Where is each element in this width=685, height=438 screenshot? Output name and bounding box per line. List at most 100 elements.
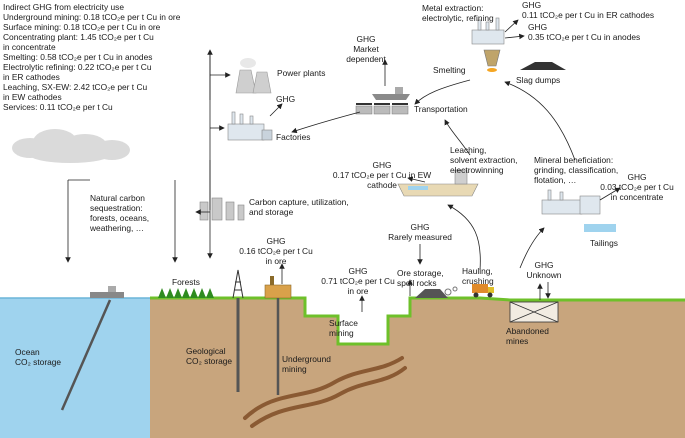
- leaching-line: Leaching,: [450, 145, 487, 155]
- underground-line: Underground: [282, 354, 331, 364]
- ocean-injection-pipe: [60, 299, 112, 411]
- ghg-market-line: Market: [353, 44, 379, 54]
- underground-line: mining: [282, 364, 307, 374]
- ghg-ug-line: 0.16 tCO₂e per t Cu: [239, 246, 313, 256]
- factories-label: Factories: [276, 132, 311, 142]
- ghg-anode-label: GHG 0.35 tCO₂e per t Cu in anodes: [528, 22, 640, 42]
- abandoned-line: Abandoned: [506, 326, 549, 336]
- indirect-ghg-block: Indirect GHG from electricity use Underg…: [3, 2, 180, 112]
- surface-mining-line: mining: [329, 328, 354, 338]
- arrow-conc-ghg: [599, 187, 621, 201]
- ore-storage-line: Ore storage,: [397, 268, 444, 278]
- arrow-leach-transport: [444, 119, 471, 156]
- ghg-ew-label: GHG 0.17 tCO₂e per t Cu in EW cathode: [328, 160, 436, 190]
- factories-ghg-label: GHG: [276, 94, 296, 104]
- geological-storage-label: Geological CO₂ storage: [186, 346, 232, 366]
- ocean-storage-label: Ocean CO₂ storage: [15, 347, 61, 367]
- ghg-anode-line: GHG: [528, 22, 548, 32]
- hauling-line: Hauling,: [462, 266, 493, 276]
- indirect-ghg-item: Services: 0.11 tCO₂e per t Cu: [3, 102, 113, 112]
- mine-building-icon: [264, 276, 292, 299]
- ghg-ug-line: in ore: [265, 256, 287, 266]
- natural-sequestration-label: Natural carbon sequestration: forests, o…: [90, 193, 149, 233]
- metal-extraction-line: electrolytic, refining: [422, 13, 494, 23]
- power-plants-label: Power plants: [277, 68, 326, 78]
- abandoned-line: mines: [506, 336, 529, 346]
- refinery-icon: [471, 17, 505, 45]
- ghg-surface-label: GHG 0.71 tCO₂e per t Cu in ore: [317, 266, 399, 296]
- ghg-underground-label: GHG 0.16 tCO₂e per t Cu in ore: [235, 236, 317, 266]
- arrow-factories-ghg: [269, 103, 283, 117]
- leaching-line: electrowinning: [450, 165, 504, 175]
- ghg-anode-line: 0.35 tCO₂e per t Cu in anodes: [528, 32, 641, 42]
- mineral-line: flotation, …: [534, 175, 577, 185]
- ghg-ew-line: cathode: [367, 180, 397, 190]
- mineral-line: Mineral beneficiation:: [534, 155, 614, 165]
- ghg-conc-line: in concentrate: [610, 192, 664, 202]
- ccus-facility-icon: [199, 197, 245, 221]
- arrow-smelting-transport: [414, 79, 471, 105]
- ghg-er-line: GHG: [522, 0, 542, 10]
- cloud-icon: [12, 129, 130, 163]
- ccus-label: Carbon capture, utilization, and storage: [249, 197, 349, 217]
- ghg-rare-line: GHG: [410, 222, 430, 232]
- indirect-ghg-item: Surface mining: 0.18 tCO₂e per t Cu in o…: [3, 22, 161, 32]
- ore-storage-label: Ore storage, spoil rocks: [397, 268, 444, 288]
- ghg-surf-line: 0.71 tCO₂e per t Cu: [321, 276, 395, 286]
- dump-truck-icon: [472, 284, 494, 298]
- leaching-line: solvent extraction,: [450, 155, 518, 165]
- ccus-line: Carbon capture, utilization,: [249, 197, 349, 207]
- tailings-pond: [584, 224, 616, 232]
- arrow-haul-conc: [519, 227, 545, 269]
- ghg-unknown-label: GHG Unknown: [524, 260, 564, 280]
- metal-extraction-line: Metal extraction:: [422, 3, 484, 13]
- train-icon: [355, 103, 409, 115]
- seq-line: sequestration:: [90, 203, 143, 213]
- forests-label: Forests: [172, 277, 200, 287]
- surface-mining-line: Surface: [329, 318, 358, 328]
- ghg-er-line: 0.11 tCO₂e per t Cu in ER cathodes: [522, 10, 655, 20]
- ghg-market-line: dependent: [346, 54, 386, 64]
- ship-icon: [90, 286, 124, 298]
- indirect-ghg-item: Smelting: 0.58 tCO₂e per t Cu in anodes: [3, 52, 153, 62]
- indirect-ghg-item: Concentrating plant: 1.45 tCO₂e per t Cu: [3, 32, 154, 42]
- hauling-label: Hauling, crushing: [462, 266, 494, 286]
- ground: [150, 298, 685, 438]
- leaching-facility-icon: [397, 169, 479, 197]
- ore-pile-icon: [415, 289, 448, 298]
- mineral-line: grinding, classification,: [534, 165, 619, 175]
- leaching-label: Leaching, solvent extraction, electrowin…: [450, 145, 518, 175]
- indirect-ghg-item: in EW cathodes: [3, 92, 62, 102]
- trees-icon: [158, 288, 214, 298]
- arrow-anode-ghg: [504, 33, 525, 40]
- geo-line: Geological: [186, 346, 226, 356]
- ghg-market-line: GHG: [356, 34, 376, 44]
- ghg-unknown-line: Unknown: [526, 270, 562, 280]
- smelting-label: Smelting: [433, 65, 466, 75]
- slag-dump-icon: [520, 62, 566, 70]
- ocean-line: Ocean: [15, 347, 40, 357]
- indirect-ghg-item: in concentrate: [3, 42, 56, 52]
- ocean: [0, 298, 150, 438]
- ghg-ew-line: GHG: [372, 160, 392, 170]
- power-plant-icon: [235, 58, 272, 94]
- arrow-transport-factories: [291, 111, 361, 134]
- factory-icon: [227, 111, 273, 141]
- concentrator-icon: [541, 189, 601, 215]
- arrow-er-ghg: [504, 19, 519, 33]
- slag-dumps-label: Slag dumps: [516, 75, 561, 85]
- ghg-conc-line: GHG: [627, 172, 647, 182]
- smelter-icon: [483, 49, 501, 72]
- indirect-ghg-item: Leaching, SX-EW: 2.42 tCO₂e per t Cu: [3, 82, 148, 92]
- seq-line: Natural carbon: [90, 193, 145, 203]
- ghg-unknown-line: GHG: [534, 260, 554, 270]
- ghg-rare-line: Rarely measured: [388, 232, 452, 242]
- ghg-surf-line: GHG: [348, 266, 368, 276]
- indirect-ghg-item: Electrolytic refining: 0.22 tCO₂e per t …: [3, 62, 152, 72]
- seq-line: forests, oceans,: [90, 213, 150, 223]
- indirect-ghg-item: Underground mining: 0.18 tCO₂e per t Cu …: [3, 12, 181, 22]
- underground-mining-label: Underground mining: [282, 354, 331, 374]
- arrow-mineral-smelting: [504, 81, 576, 161]
